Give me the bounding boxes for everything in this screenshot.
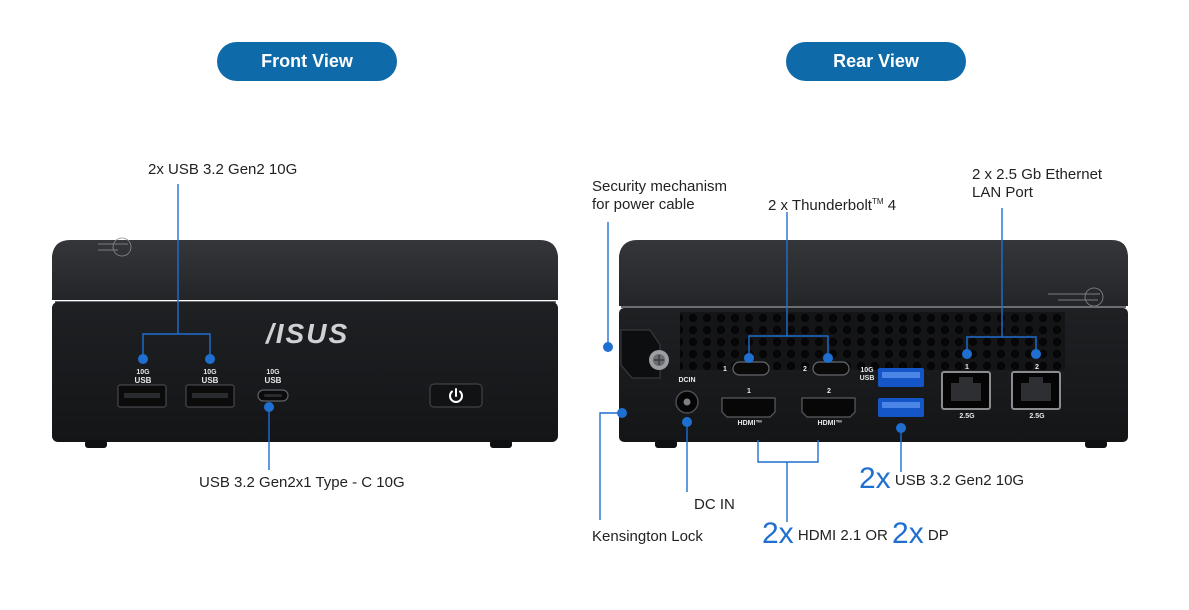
security-label-line2: for power cable <box>592 196 695 213</box>
thunderbolt-label: 2 x ThunderboltTM 4 <box>768 193 896 215</box>
rear-hdmi1-logo: HDMI™ <box>737 420 763 427</box>
callout-lines <box>142 184 1037 522</box>
rear-lan2-num: 2 <box>1035 364 1039 371</box>
front-usbc-tag-usb: USB <box>264 376 282 385</box>
thunderbolt-version: 4 <box>887 197 897 214</box>
rear-hdmi2-num: 2 <box>827 388 831 395</box>
rear-device <box>619 240 1128 448</box>
callout-dots <box>138 342 1041 433</box>
rear-lan2-speed: 2.5G <box>1029 413 1045 420</box>
rear-tb1-num: 1 <box>723 366 727 373</box>
rear-logo-icon <box>1048 287 1104 307</box>
rear-hdmi1-num: 1 <box>747 388 751 395</box>
thunderbolt-label-text: 2 x Thunderbolt <box>768 197 872 214</box>
rear-usb-label: 2x USB 3.2 Gen2 10G <box>859 464 1025 494</box>
rear-usb-text: USB 3.2 Gen2 10G <box>894 472 1025 489</box>
front-usb-c-label: USB 3.2 Gen2x1 Type - C 10G <box>199 474 405 491</box>
asus-logo: /ISUS <box>266 318 350 349</box>
ethernet-label-line2: LAN Port <box>972 184 1033 201</box>
rear-usb-tag-10g: 10G <box>860 367 874 374</box>
hdmi-text: HDMI 2.1 OR <box>797 527 888 544</box>
rear-lan1-num: 1 <box>965 364 969 371</box>
front-view-title: Front View <box>217 42 397 81</box>
thunderbolt-tm: TM <box>871 197 884 206</box>
front-logo-icon <box>98 237 132 257</box>
kensington-label: Kensington Lock <box>592 528 703 545</box>
security-label-line1: Security mechanism <box>592 178 728 195</box>
hdmi-count: 2x <box>762 517 794 550</box>
rear-tb2-num: 2 <box>803 366 807 373</box>
dcin-label: DC IN <box>694 496 735 513</box>
dp-text: DP <box>927 527 949 544</box>
video-output-label: 2x HDMI 2.1 OR 2x DP <box>762 519 949 549</box>
front-usb2-tag-10g: 10G <box>203 369 217 376</box>
front-usb2-tag-usb: USB <box>201 376 219 385</box>
rear-usb-tag-usb: USB <box>859 375 875 382</box>
power-icon <box>447 387 465 405</box>
front-usb1-tag-10g: 10G <box>136 369 150 376</box>
rear-dcin-tag: DCIN <box>678 377 696 384</box>
ethernet-label-line1: 2 x 2.5 Gb Ethernet <box>972 166 1103 183</box>
dp-count: 2x <box>892 517 924 550</box>
front-usbc-tag-10g: 10G <box>266 369 280 376</box>
front-usb-a-label: 2x USB 3.2 Gen2 10G <box>148 161 298 178</box>
rear-view-title: Rear View <box>786 42 966 81</box>
front-usb1-tag-usb: USB <box>134 376 152 385</box>
rear-lan1-speed: 2.5G <box>959 413 975 420</box>
rear-hdmi2-logo: HDMI™ <box>817 420 843 427</box>
rear-usb-count: 2x <box>859 462 891 495</box>
